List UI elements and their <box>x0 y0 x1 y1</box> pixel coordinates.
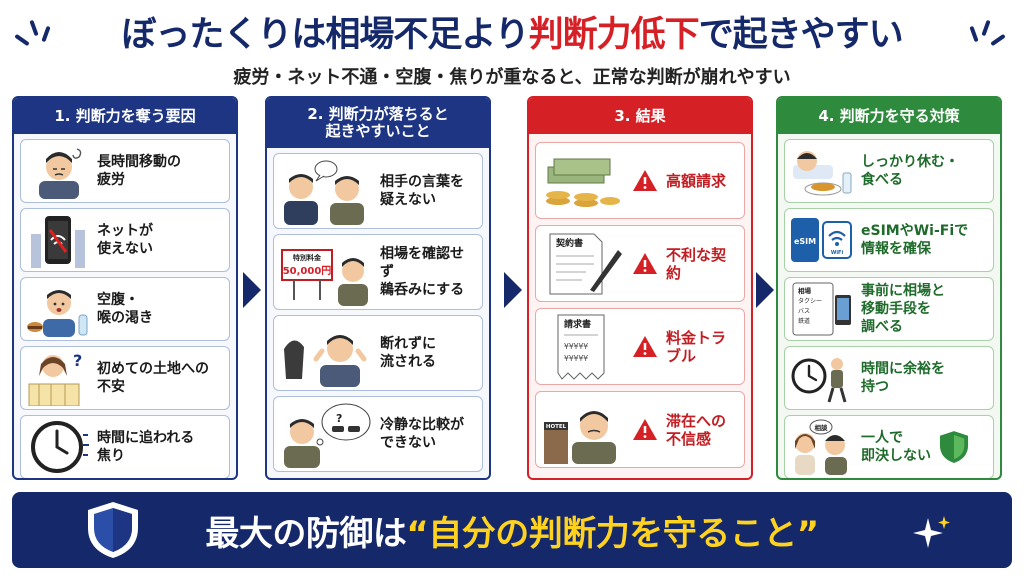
list-item: 相談 一人で 即決しない <box>784 415 994 478</box>
item-text: 初めての土地への 不安 <box>97 361 209 395</box>
list-item: ? 冷静な比較が できない <box>273 396 483 472</box>
consult-label: 相談 <box>815 423 829 432</box>
clock-walking-icon <box>791 358 847 403</box>
list-item: 高額請求 <box>535 142 745 219</box>
sign-price-label: 50,000円 <box>283 265 332 277</box>
price-sign-icon: 特別料金 50,000円 <box>281 249 368 306</box>
item-text: 空腹・ 喉の渇き <box>97 292 153 326</box>
item-text: 相場を確認せず 鵜呑みにする <box>380 246 465 298</box>
column-factors: 1. 判断力を奪う要因 長時間移動の 疲労 ネットが 使えない <box>12 96 238 480</box>
title-row: ぼったくりは相場不足より判断力低下で起きやすい <box>0 0 1024 62</box>
no-network-phone-icon <box>31 216 85 268</box>
column-heading: 1. 判断力を奪う要因 <box>14 98 236 134</box>
item-text: 一人で 即決しない <box>861 430 931 464</box>
confused-traveler-map-icon: ? <box>28 351 82 406</box>
subtitle: 疲労・ネット不通・空腹・焦りが重なると、正常な判断が崩れやすい <box>233 67 791 88</box>
list-item: 相場 タクシー バス 鉄道 事前に相場と 移動手段を 調べる <box>784 277 994 341</box>
svg-text:?: ? <box>73 351 82 370</box>
invoice-icon: 請求書 ¥¥¥¥¥ ¥¥¥¥¥ <box>557 314 605 380</box>
item-text: 長時間移動の 疲労 <box>97 154 181 188</box>
clock-icon <box>31 421 89 473</box>
consult-shield-icon: 相談 <box>795 419 847 475</box>
esim-wifi-icon: eSIM WiFi <box>791 218 852 262</box>
list-item: 長時間移動の 疲労 <box>20 139 230 203</box>
esim-label: eSIM <box>794 237 816 246</box>
list-item: ? 初めての土地への 不安 <box>20 346 230 410</box>
note-line: 鉄道 <box>798 317 810 325</box>
list-item: 時間に余裕を 持つ <box>784 346 994 410</box>
emphasis-burst-icon <box>968 16 1008 50</box>
warning-icon <box>633 253 657 274</box>
item-text: 相手の言葉を 疑えない <box>380 174 464 208</box>
item-text: 冷静な比較が できない <box>380 417 464 451</box>
item-text: 滞在への 不信感 <box>666 411 727 448</box>
item-text: 高額請求 <box>666 171 727 190</box>
arrow-right-icon <box>756 272 774 308</box>
rest-eat-icon <box>793 151 852 196</box>
arrow-right-icon <box>504 272 522 308</box>
column-heading: 3. 結果 <box>529 98 751 134</box>
item-text: eSIMやWi-Fiで 情報を確保 <box>861 223 969 257</box>
doc-yen-line: ¥¥¥¥¥ <box>564 354 588 363</box>
note-line: バス <box>798 308 810 315</box>
column-countermeasures: 4. 判断力を守る対策 しっかり休む・ 食べる eSIM WiFi eS <box>776 96 1002 480</box>
emphasis-burst-icon <box>14 16 56 50</box>
item-text: 不利な契約 <box>666 245 727 282</box>
hotel-worried-person-icon: HOTEL <box>544 410 616 464</box>
warning-icon <box>633 419 657 440</box>
main-title: ぼったくりは相場不足より判断力低下で起きやすい <box>121 14 903 55</box>
list-item: 特別料金 50,000円 相場を確認せず 鵜呑みにする <box>273 234 483 310</box>
doc-yen-line: ¥¥¥¥¥ <box>564 342 588 351</box>
doc-label: 契約書 <box>555 237 583 249</box>
tired-person-icon <box>39 148 82 199</box>
list-item: ネットが 使えない <box>20 208 230 272</box>
question-mark-label: ? <box>336 412 342 425</box>
list-item: HOTEL 滞在への 不信感 <box>535 391 745 468</box>
list-item: 相手の言葉を 疑えない <box>273 153 483 229</box>
list-item: 契約書 不利な契約 <box>535 225 745 302</box>
notebook-icon: 相場 タクシー バス 鉄道 <box>792 282 851 336</box>
banner-text: 最大の防御は“自分の判断力を守ること” <box>205 513 819 554</box>
list-item: 空腹・ 喉の渇き <box>20 277 230 341</box>
item-text: 断れずに 流される <box>380 336 436 370</box>
shield-icon <box>88 502 138 558</box>
list-item: 請求書 ¥¥¥¥¥ ¥¥¥¥¥ 料金トラブル <box>535 308 745 385</box>
doc-label: 請求書 <box>564 318 591 330</box>
money-stack-icon <box>546 158 620 207</box>
column-heading: 4. 判断力を守る対策 <box>778 98 1000 134</box>
list-item: 断れずに 流される <box>273 315 483 391</box>
thinking-person-icon: ? <box>284 403 371 468</box>
item-text: 料金トラブル <box>666 328 727 365</box>
talking-people-icon <box>284 160 364 225</box>
sparkle-icon <box>913 516 950 548</box>
conclusion-banner: 最大の防御は“自分の判断力を守ること” <box>12 492 1012 568</box>
green-shield-icon <box>939 431 969 463</box>
contract-icon: 契約書 <box>549 233 622 294</box>
item-text: 時間に余裕を 持つ <box>861 361 945 395</box>
list-item: eSIM WiFi eSIMやWi-Fiで 情報を確保 <box>784 208 994 272</box>
note-line: タクシー <box>798 297 822 305</box>
warning-icon <box>633 336 657 357</box>
item-text: 時間に追われる 焦り <box>97 430 195 464</box>
item-text: 事前に相場と 移動手段を 調べる <box>861 283 945 335</box>
pressured-person-icon <box>284 335 367 387</box>
column-consequences: 2. 判断力が落ちると 起きやすいこと 相手の言葉を 疑えない 特別料金 50,… <box>265 96 491 480</box>
hotel-label: HOTEL <box>546 424 567 430</box>
sign-top-label: 特別料金 <box>293 253 322 262</box>
item-text: ネットが 使えない <box>97 223 153 257</box>
warning-icon <box>633 170 657 191</box>
hungry-person-icon <box>27 290 88 337</box>
list-item: しっかり休む・ 食べる <box>784 139 994 203</box>
item-text: しっかり休む・ 食べる <box>861 154 959 188</box>
note-line: 相場 <box>798 286 812 295</box>
column-results: 3. 結果 高額請求 契約書 不利な契約 <box>527 96 753 480</box>
arrow-right-icon <box>243 272 261 308</box>
wifi-label: WiFi <box>831 250 844 256</box>
column-heading: 2. 判断力が落ちると 起きやすいこと <box>267 98 489 148</box>
list-item: 時間に追われる 焦り <box>20 415 230 478</box>
